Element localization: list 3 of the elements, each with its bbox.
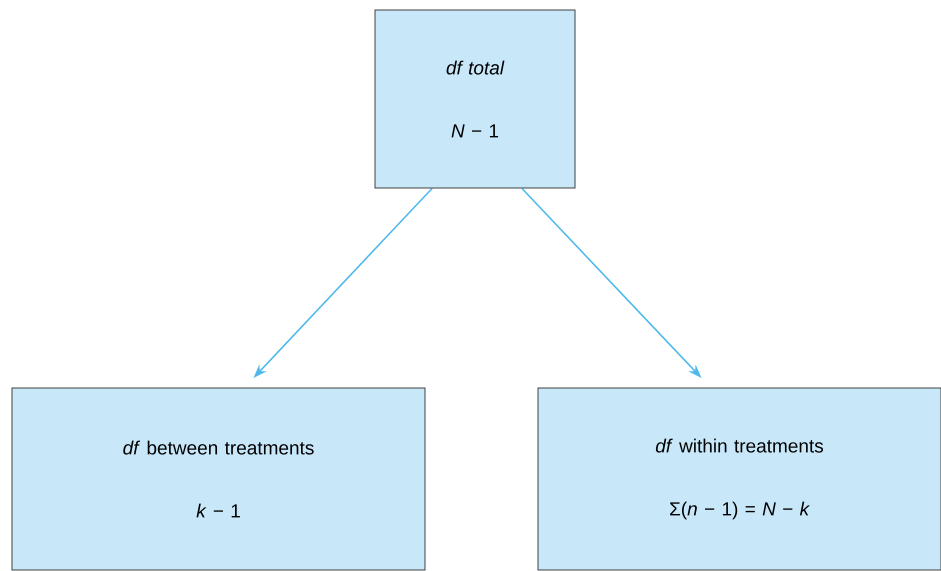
process-box: df between treatments k − 1: [12, 388, 426, 570]
process-box: df total N − 1: [374, 10, 576, 188]
process-box: df within treatments Σ(n − 1) = N − k: [538, 388, 941, 570]
